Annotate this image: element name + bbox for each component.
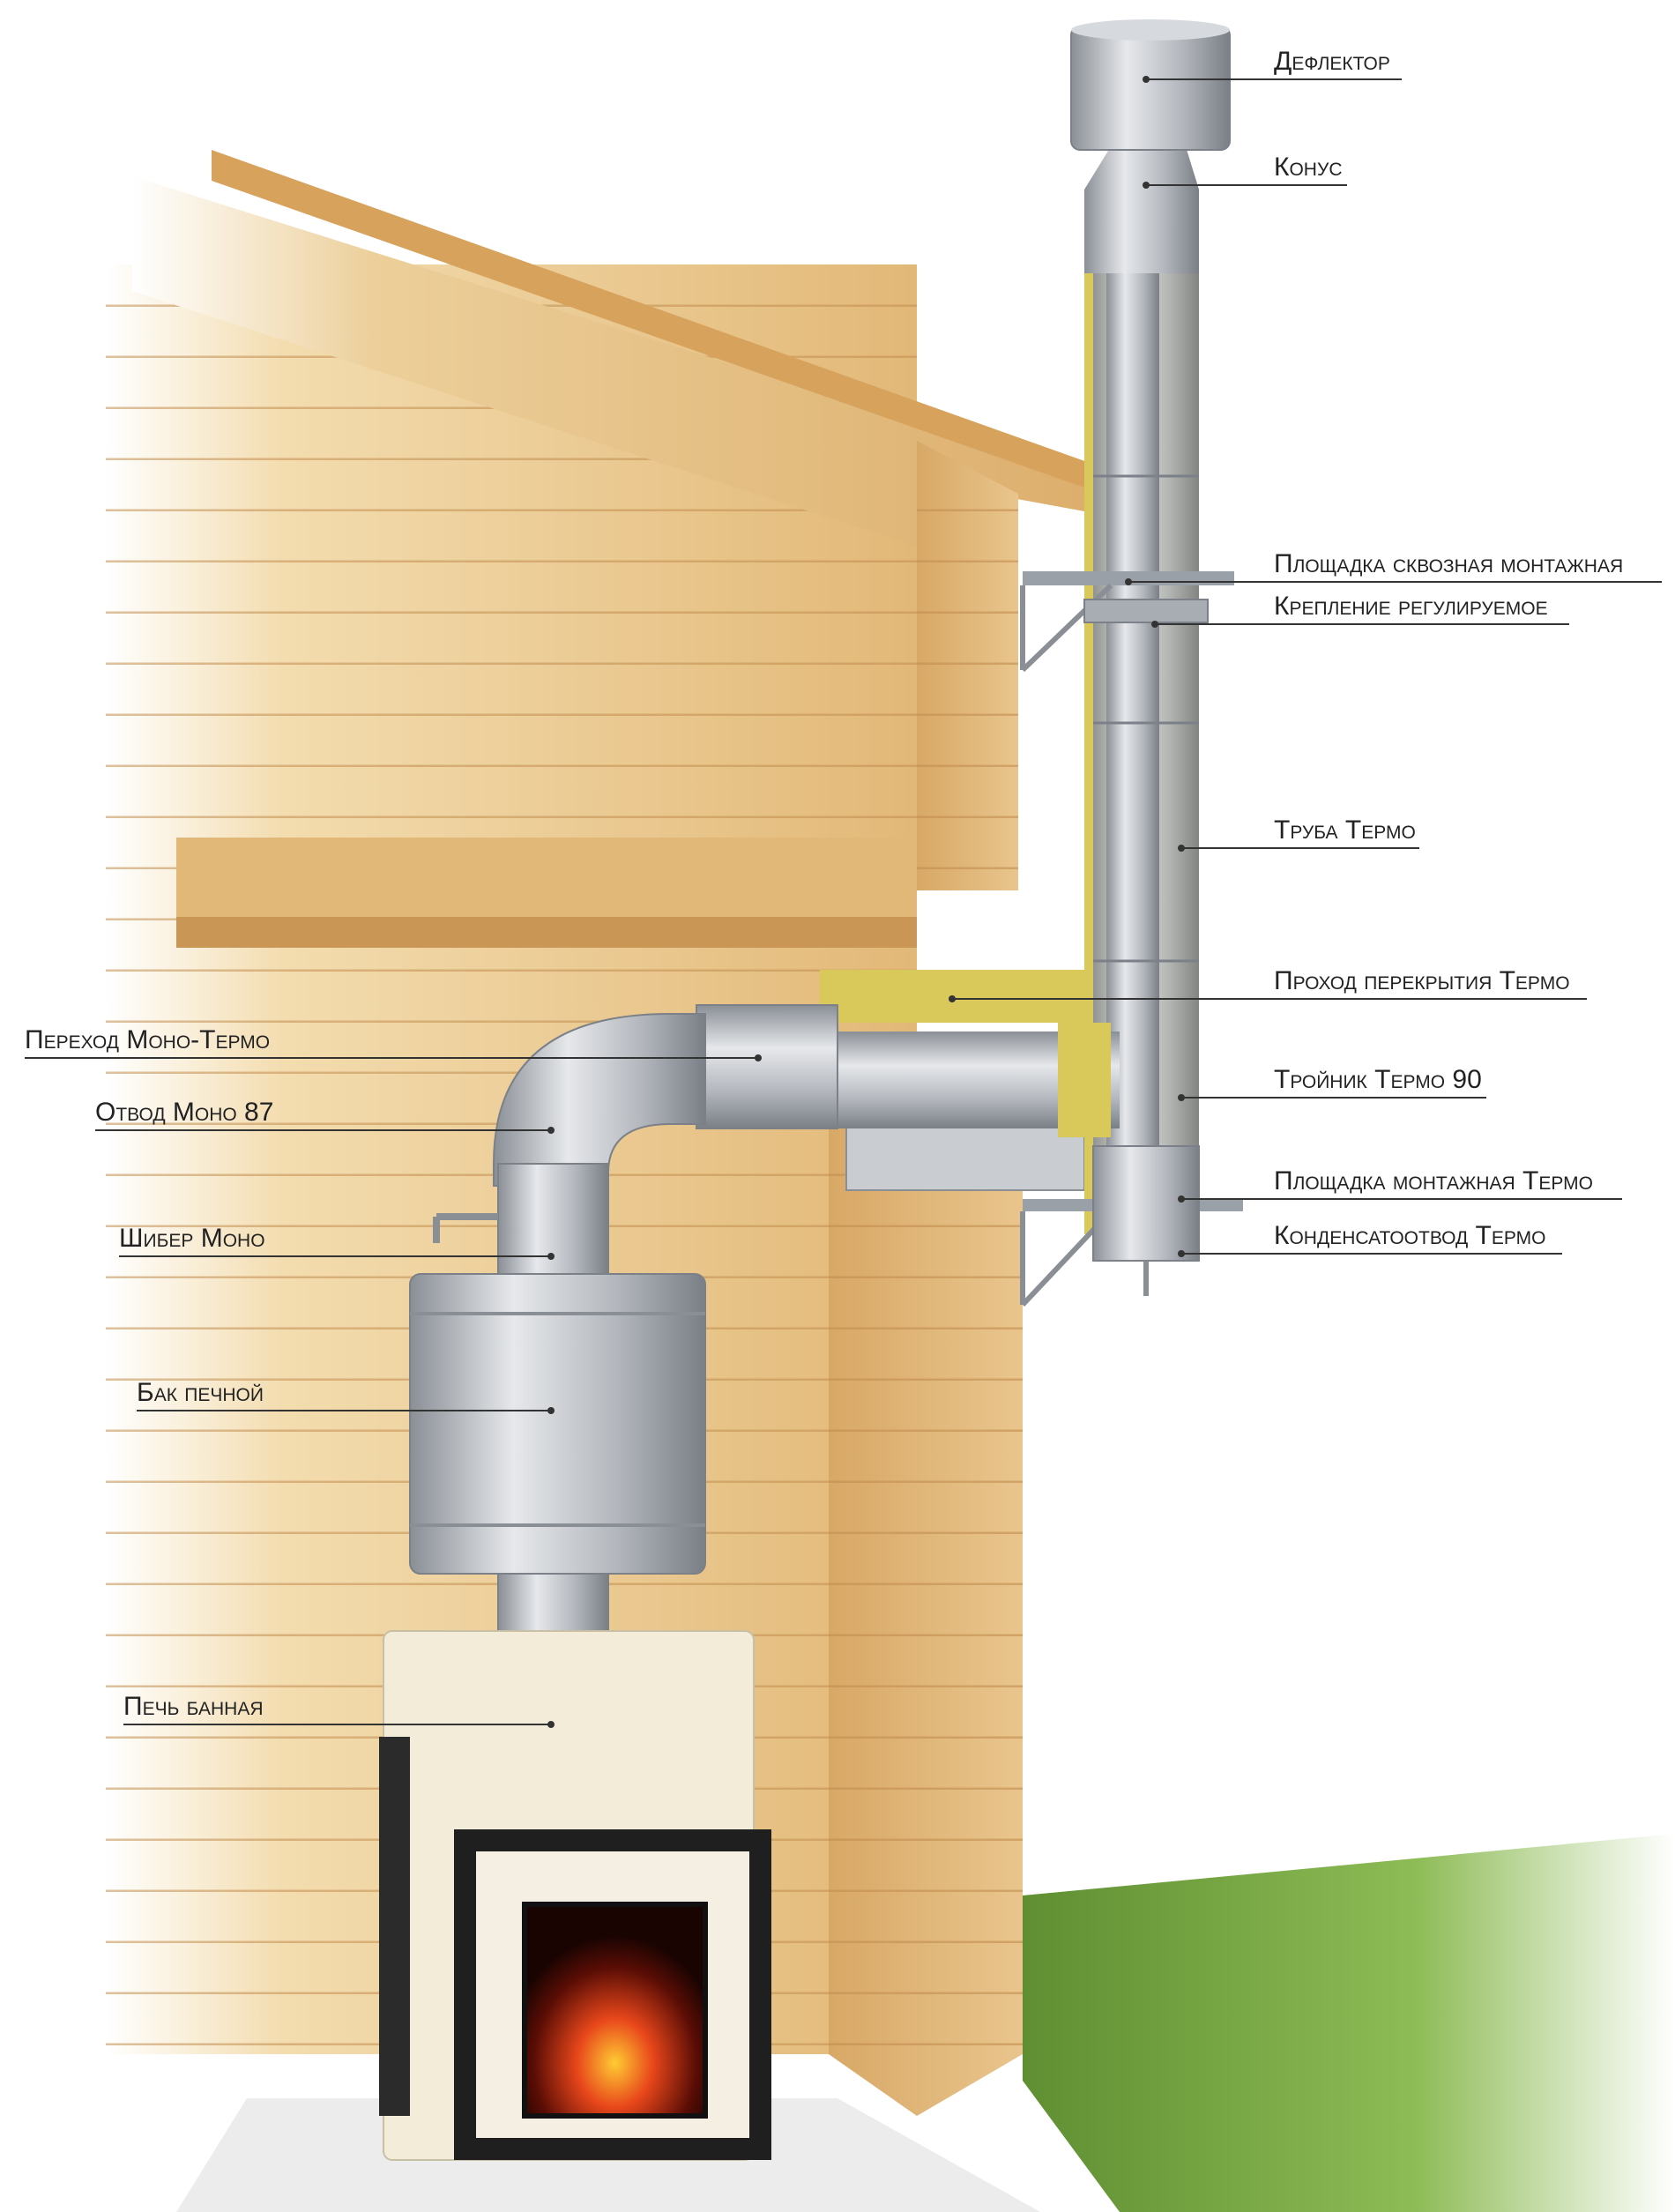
condensate-trap bbox=[1092, 1145, 1200, 1262]
label-damper-mono: Шибер Моно bbox=[119, 1224, 265, 1253]
label-adapter-mono-termo: Переход Моно-Термо bbox=[25, 1025, 271, 1054]
cone-collar bbox=[1084, 190, 1199, 273]
adjustable-mount bbox=[1083, 599, 1209, 623]
roof-edge bbox=[212, 150, 1102, 494]
leader-dot-adapter bbox=[755, 1054, 762, 1061]
leader-dot-platform-through bbox=[1125, 578, 1132, 585]
label-mount-adjustable: Крепление регулируемое bbox=[1274, 592, 1548, 621]
leader-dot-ceiling-pass bbox=[949, 995, 956, 1002]
label-cone: Конус bbox=[1274, 153, 1343, 182]
label-platform-through: Площадка сквозная монтажная bbox=[1274, 549, 1624, 578]
leader-dot-pipe-termo bbox=[1178, 845, 1185, 852]
stove-firebox bbox=[522, 1902, 708, 2119]
label-condensate: Конденсатоотвод Термо bbox=[1274, 1221, 1546, 1250]
label-platform-mount: Площадка монтажная Термо bbox=[1274, 1166, 1593, 1195]
leader-dot-platform-mount bbox=[1178, 1195, 1185, 1203]
tee-insulation bbox=[1058, 1023, 1111, 1137]
leader-dot-cone bbox=[1143, 182, 1150, 189]
leader-dot-mount-adjustable bbox=[1151, 621, 1158, 628]
elbow-mono bbox=[493, 1013, 706, 1187]
label-deflector: Дефлектор bbox=[1274, 47, 1390, 76]
stove-side-dark bbox=[379, 1737, 410, 2116]
damper-pipe bbox=[497, 1163, 609, 1288]
leader-dot-damper bbox=[547, 1253, 555, 1260]
label-tee-termo: Тройник Термо 90 bbox=[1274, 1065, 1482, 1094]
leader-dot-tank bbox=[547, 1407, 555, 1414]
leader-dot-elbow bbox=[547, 1127, 555, 1134]
side-wall-planks bbox=[829, 1124, 1023, 2059]
deflector-top bbox=[1071, 19, 1230, 41]
leader-dot-stove bbox=[547, 1721, 555, 1728]
label-elbow-mono: Отвод Моно 87 bbox=[95, 1098, 274, 1127]
roof bbox=[132, 176, 1102, 547]
side-wall-upper-planks bbox=[917, 494, 1018, 890]
grass bbox=[1023, 1834, 1675, 2212]
ceiling-beam-shade bbox=[176, 917, 917, 948]
label-ceiling-pass: Проход перекрытия Термо bbox=[1274, 966, 1570, 995]
leader-dot-tee-termo bbox=[1178, 1094, 1185, 1101]
ceiling-pass-block bbox=[820, 970, 1102, 1023]
leader-dot-deflector bbox=[1143, 76, 1150, 83]
adapter-mono-termo bbox=[696, 1004, 838, 1129]
label-pipe-termo: Труба Термо bbox=[1274, 816, 1416, 845]
leader-dot-condensate bbox=[1178, 1250, 1185, 1257]
label-tank: Бак печной bbox=[137, 1378, 264, 1407]
label-stove: Печь банная bbox=[123, 1692, 264, 1721]
